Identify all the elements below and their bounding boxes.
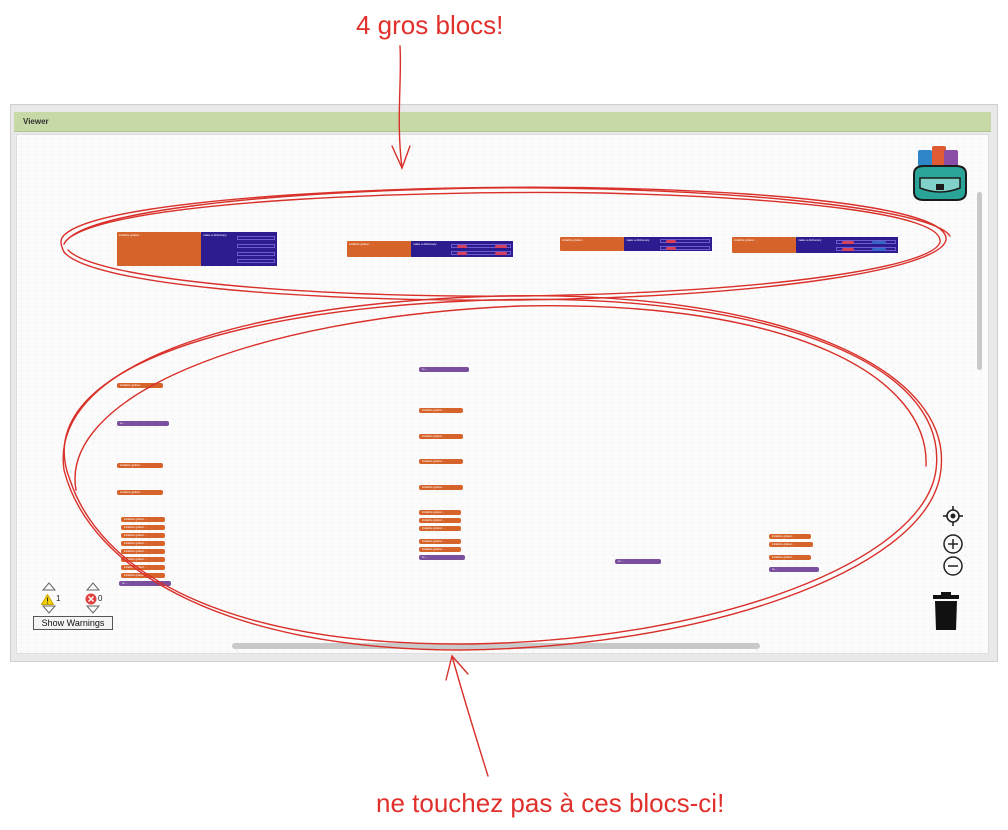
- blocks-workspace[interactable]: initialize global ... make a dictionary …: [16, 134, 989, 654]
- small-block[interactable]: initialize global ...: [769, 534, 811, 539]
- value-pill: [495, 244, 507, 248]
- value-pill: [872, 247, 886, 251]
- small-block[interactable]: initialize global ...: [419, 526, 461, 531]
- error-count: 0: [98, 594, 103, 603]
- zoom-out-icon[interactable]: [942, 555, 964, 581]
- small-block[interactable]: initialize global ...: [419, 408, 463, 413]
- small-block[interactable]: initialize global ...: [419, 539, 461, 544]
- show-warnings-button[interactable]: Show Warnings: [33, 616, 113, 630]
- small-block[interactable]: to ...: [419, 555, 465, 560]
- warning-up-arrow-icon[interactable]: [41, 582, 57, 594]
- small-block[interactable]: initialize global ...: [419, 485, 463, 490]
- small-block[interactable]: initialize global ...: [419, 434, 463, 439]
- init-global-block[interactable]: initialize global ...: [560, 237, 624, 251]
- small-block[interactable]: initialize global ...: [121, 573, 165, 578]
- annotation-top: 4 gros blocs!: [356, 10, 504, 40]
- small-block[interactable]: initialize global ...: [769, 542, 813, 547]
- value-pill: [457, 244, 467, 248]
- big-block-2[interactable]: initialize global ... make a dictionary: [347, 241, 513, 257]
- small-block[interactable]: initialize global ...: [117, 383, 163, 388]
- small-block[interactable]: to ...: [615, 559, 661, 564]
- small-block[interactable]: initialize global ...: [117, 490, 163, 495]
- value-pill: [457, 251, 467, 255]
- small-block[interactable]: initialize global ...: [419, 459, 463, 464]
- small-block[interactable]: initialize global ...: [121, 517, 165, 522]
- init-global-block[interactable]: initialize global ...: [117, 232, 201, 266]
- value-pill: [842, 240, 854, 244]
- big-block-4[interactable]: initialize global ... make a dictionary: [732, 237, 898, 253]
- small-block[interactable]: initialize global ...: [419, 547, 461, 552]
- small-block[interactable]: initialize global ...: [121, 525, 165, 530]
- small-block[interactable]: initialize global ...: [121, 549, 165, 554]
- trash-icon[interactable]: [931, 592, 961, 630]
- warning-icon: [40, 592, 55, 610]
- small-block[interactable]: initialize global ...: [121, 557, 165, 562]
- crosshair-icon[interactable]: [942, 505, 964, 531]
- small-block[interactable]: initialize global ...: [121, 533, 165, 538]
- dict-pair: [237, 259, 275, 263]
- small-block[interactable]: to ...: [769, 567, 819, 572]
- backpack-icon[interactable]: [910, 144, 970, 202]
- small-block[interactable]: initialize global ...: [419, 518, 461, 523]
- small-block[interactable]: initialize global ...: [117, 463, 163, 468]
- small-block[interactable]: to ...: [419, 367, 469, 372]
- value-pill: [666, 246, 676, 250]
- small-block[interactable]: to ...: [119, 581, 171, 586]
- init-global-block[interactable]: initialize global ...: [347, 241, 411, 257]
- value-pill: [872, 240, 886, 244]
- big-block-1[interactable]: initialize global ... make a dictionary: [117, 232, 277, 266]
- dict-pair: [237, 244, 275, 248]
- annotation-bottom: ne touchez pas à ces blocs-ci!: [376, 788, 725, 818]
- arrow-up-bottom: [451, 655, 489, 777]
- zoom-in-icon[interactable]: [942, 533, 964, 559]
- horizontal-scrollbar[interactable]: [232, 643, 760, 649]
- value-pill: [842, 247, 854, 251]
- big-block-3[interactable]: initialize global ... make a dictionary: [560, 237, 712, 251]
- viewer-header: Viewer: [14, 112, 991, 132]
- warning-down-arrow-icon[interactable]: [41, 605, 57, 617]
- value-pill: [495, 251, 507, 255]
- small-block[interactable]: initialize global ...: [121, 565, 165, 570]
- init-global-block[interactable]: initialize global ...: [732, 237, 796, 253]
- vertical-scrollbar[interactable]: [977, 192, 982, 370]
- dict-pair: [237, 252, 275, 256]
- small-block[interactable]: initialize global ...: [419, 510, 461, 515]
- small-block[interactable]: initialize global ...: [121, 541, 165, 546]
- dict-pair: [237, 236, 275, 240]
- warning-count: 1: [56, 594, 61, 603]
- small-block[interactable]: to ...: [117, 421, 169, 426]
- value-pill: [666, 239, 676, 243]
- small-block[interactable]: initialize global ...: [769, 555, 811, 560]
